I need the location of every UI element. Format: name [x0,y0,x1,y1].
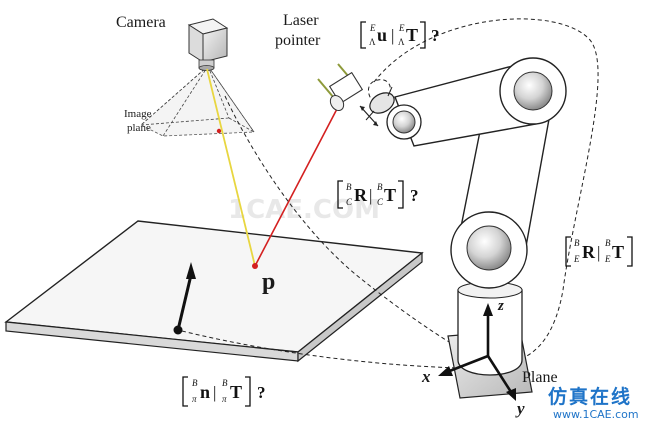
watermark-center: 1CAE.COM [228,195,380,225]
eq2-prescript2-bottom: C [377,197,384,207]
base-coordinate-frame [438,303,516,401]
eq-camera-to-base: B C R | B C T ? [337,180,419,209]
laser-beam [254,106,339,267]
eq4-symbol: n [200,382,210,402]
eq2-prescript2-top: B [377,182,383,192]
laser-pointer-label-line1: Laser [283,12,319,29]
image-point [216,128,222,134]
eq-effector-to-base: B E R | B E T [565,236,633,267]
plane-normal-vector [173,262,196,335]
point-p-label: p [262,269,275,295]
end-effector [369,92,395,114]
eq3-prescript2-top: B [605,238,611,248]
relation-curves [181,18,599,369]
eq-laser-to-effector: E Λ u | E Λ T ? [360,21,440,49]
axis-x-label: x [421,367,431,386]
eq3-symbol: R [582,242,596,262]
watermark-chinese: 仿真在线 [548,385,632,408]
eq2-separator: | [369,186,372,205]
eq-plane-to-base: B π n | B π T ? [182,376,266,407]
eq1-unknown: ? [431,26,440,45]
eq2-symbol: R [354,185,368,205]
y-axis-arrow [506,388,516,401]
eq2-prescript-top: B [346,182,352,192]
eq3-prescript-bottom: E [573,254,580,264]
eq3-prescript2-bottom: E [604,254,611,264]
eq1-prescript2-top: E [398,23,405,33]
wrist-joint-icon [392,110,416,134]
image-plane-label-line2: plane [127,122,151,134]
eq4-prescript-bottom: π [192,394,197,404]
watermark-site: www.1CAE.com [553,408,639,421]
robot-arm [359,57,567,399]
eq4-prescript2-bottom: π [222,394,227,404]
eq1-prescript-top: E [369,23,376,33]
eq4-separator: | [213,383,216,402]
axis-y-label: y [515,399,525,418]
elbow-joint-icon [466,225,512,271]
laser-pointer-icon [317,63,364,111]
eq1-prescript-bottom: Λ [369,37,376,47]
eq1-prescript2-bottom: Λ [398,37,405,47]
eq1-separator: | [391,26,394,45]
axis-z-label: z [497,298,504,314]
eq1-symbol: u [377,25,387,45]
z-axis-arrow [483,303,493,316]
plane-label: Plane [522,369,558,386]
camera-ray [206,68,256,267]
camera-icon [187,18,229,71]
laser-pointer-label-line2: pointer [275,32,321,49]
eq2-prescript-bottom: C [346,197,353,207]
image-plane-frustum [140,65,255,137]
laser-point-p [252,263,258,269]
eq4-prescript-top: B [192,378,198,388]
camera-label: Camera [116,14,166,31]
work-plane [4,220,424,363]
eq4-unknown: ? [257,383,266,402]
eq3-prescript-top: B [574,238,580,248]
x-axis-arrow [438,366,453,376]
eq4-prescript2-top: B [222,378,228,388]
image-plane-label-line1: Image [124,108,152,120]
shoulder-joint-icon [513,71,553,111]
eq2-symbol2: T [384,185,396,205]
eq3-separator: | [597,243,600,262]
eq3-symbol2: T [612,242,624,262]
eq1-symbol2: T [406,25,418,45]
eq4-symbol2: T [230,382,242,402]
eq2-unknown: ? [410,186,419,205]
